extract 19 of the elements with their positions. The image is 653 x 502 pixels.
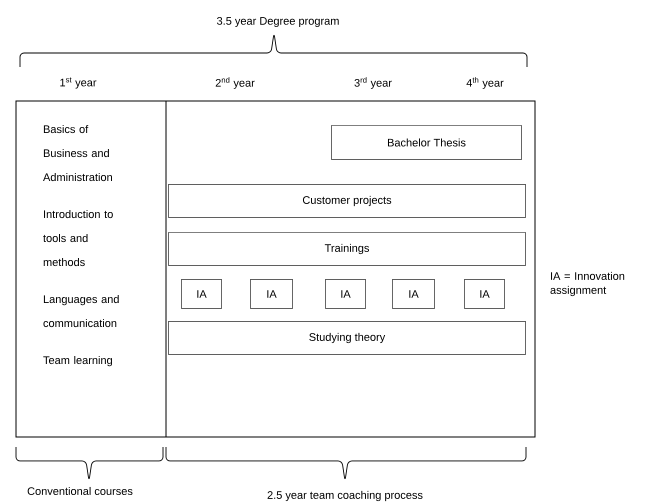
year-label: 1$^{st}$ year [60, 77, 96, 89]
activity-box: Trainings [168, 232, 526, 266]
bracket-label: 3.5 year Degree program [216, 17, 339, 27]
bracket-label: 2.5 year team coaching process [268, 490, 423, 502]
activity-box: Studying theory [168, 321, 526, 355]
ia-box: IA [325, 279, 366, 309]
year-label: 2$^{nd}$ year [216, 77, 255, 89]
year-label: 4$^{th}$ year [466, 77, 504, 89]
ia-box: IA [464, 279, 505, 309]
activity-box: Bachelor Thesis [331, 125, 522, 160]
program-panel [166, 100, 536, 438]
bracket-label: Conventional courses [28, 486, 132, 496]
ia-box: IA [392, 279, 435, 309]
ia-box: IA [250, 279, 293, 309]
note: IA = Innovation assignment [550, 272, 624, 296]
year-label: 3$^{rd}$ year [354, 77, 392, 89]
course-panel: Basics of Business and Administration Introduction to tools and methods Languages and communication Team learning [16, 100, 166, 438]
ia-box: IA [181, 279, 222, 309]
activity-box: Customer projects [168, 184, 526, 218]
